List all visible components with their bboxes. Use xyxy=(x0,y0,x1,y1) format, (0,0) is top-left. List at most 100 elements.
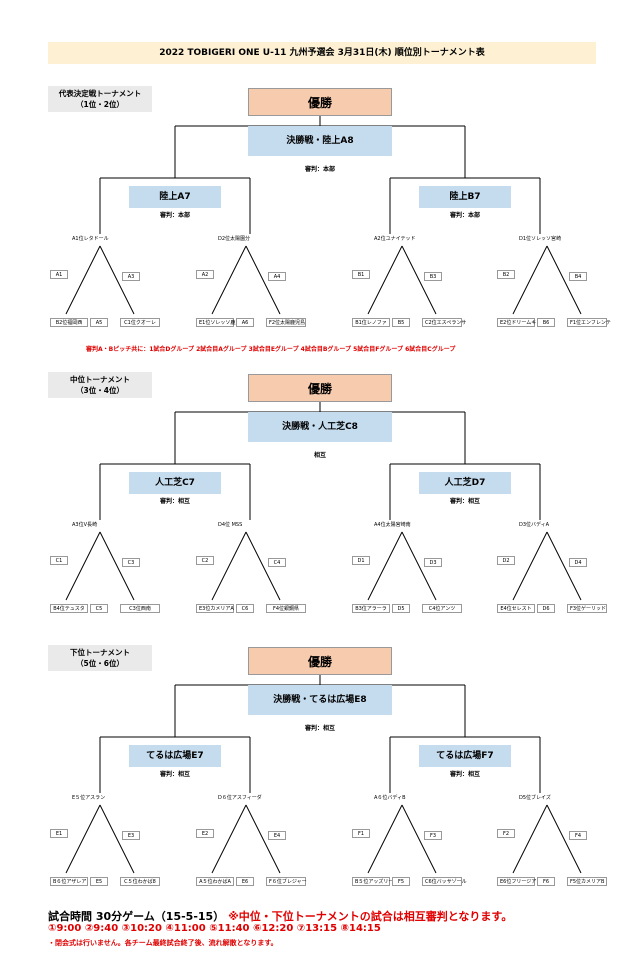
group-bottom-left-team: E2位ドリームキッズ xyxy=(497,318,546,327)
group-0-left-edge xyxy=(65,245,101,315)
group-3-right-edge xyxy=(546,804,582,874)
group-left-match: E1 xyxy=(50,829,68,838)
group-bottom-left-team: B1位レノファ xyxy=(352,318,390,327)
group-right-match: E4 xyxy=(268,831,286,840)
final-referee: 審判：本部 xyxy=(304,166,335,173)
group-bottom-right-team: F5位カメリアB xyxy=(567,877,607,886)
group-left-match: F1 xyxy=(352,829,370,838)
group-2-right-edge xyxy=(401,531,437,601)
section-label-line1: 代表決定戦トーナメント xyxy=(58,89,142,98)
left-semi-referee: 審判：相互 xyxy=(159,771,190,778)
group-left-match: A2 xyxy=(196,270,214,279)
right-semi-referee: 審判：相互 xyxy=(449,771,480,778)
group-right-match: E3 xyxy=(122,831,140,840)
left-semi-referee: 審判：本部 xyxy=(159,212,190,219)
group-bottom-match: A6 xyxy=(236,318,254,327)
group-top-team: D3位バディA xyxy=(519,522,550,528)
group-right-match: F3 xyxy=(424,831,442,840)
group-bottom-match: E5 xyxy=(90,877,108,886)
group-bottom-match: C5 xyxy=(90,604,108,613)
group-top-team: D5位ブレイズ xyxy=(519,795,551,801)
group-1-left-edge xyxy=(211,245,247,315)
group-bottom-right-team: C6位バッサゾール xyxy=(422,877,467,886)
group-top-team: A4位太陽宮崎南 xyxy=(374,522,411,528)
group-1-right-edge xyxy=(245,804,281,874)
right-semi-box: 陸上B7 xyxy=(419,186,511,208)
group-0-right-edge xyxy=(99,531,135,601)
group-bottom-match: D6 xyxy=(537,604,555,613)
group-right-match: A3 xyxy=(122,272,140,281)
group-right-match: F4 xyxy=(569,831,587,840)
group-right-match: A4 xyxy=(268,272,286,281)
group-right-match: D3 xyxy=(424,558,442,567)
group-3-right-edge xyxy=(546,245,582,315)
section-label: 中位トーナメント （3位・4位） xyxy=(48,372,152,398)
group-bottom-right-team: C4位アンツ xyxy=(422,604,462,613)
champion-box: 優勝 xyxy=(248,374,392,402)
group-bottom-left-team: A５位わかばA xyxy=(196,877,234,886)
group-bottom-match: B6 xyxy=(537,318,555,327)
right-semi-referee: 審判：本部 xyxy=(449,212,480,219)
closing-note: ・閉会式は行いません。各チーム最終試合終了後、流れ解散となります。 xyxy=(48,939,278,947)
champion-box: 優勝 xyxy=(248,647,392,675)
group-left-match: D2 xyxy=(497,556,515,565)
group-bottom-left-team: B５位アッズリーノ xyxy=(352,877,398,886)
group-1-right-edge xyxy=(245,531,281,601)
group-bottom-left-team: E6位フリージア xyxy=(497,877,536,886)
group-bottom-left-team: B3位アラーラ xyxy=(352,604,390,613)
group-right-match: D4 xyxy=(569,558,587,567)
group-2-right-edge xyxy=(401,245,437,315)
final-match-box: 決勝戦・人工芝C8 xyxy=(248,412,392,442)
group-top-team: D1位ソレッソ宮崎 xyxy=(519,236,562,242)
group-bottom-match: F6 xyxy=(537,877,555,886)
group-bottom-match: B5 xyxy=(392,318,410,327)
group-3-left-edge xyxy=(512,804,548,874)
final-referee: 相互 xyxy=(313,452,326,459)
group-bottom-right-team: F3位ゲーリッド xyxy=(567,604,607,613)
referee-assignment-note: 審判A・Bピッチ共に：1試合Dグループ 2試合目Aグループ 3試合目Eグループ … xyxy=(86,346,456,353)
section-label-line2: （3位・4位） xyxy=(76,386,124,395)
group-top-team: D4位 MSS xyxy=(218,522,243,528)
group-top-team: A3位V長崎 xyxy=(72,522,98,528)
group-right-match: B4 xyxy=(569,272,587,281)
group-bottom-left-team: B６位アザレア xyxy=(50,877,88,886)
section-label-line2: （5位・6位） xyxy=(76,659,124,668)
group-top-team: D６位アスフィーダ xyxy=(218,795,262,801)
group-bottom-match: C6 xyxy=(236,604,254,613)
right-semi-referee: 審判：相互 xyxy=(449,498,480,505)
group-top-team: E５位アスラン xyxy=(72,795,106,801)
group-2-left-edge xyxy=(367,804,403,874)
group-0-left-edge xyxy=(65,804,101,874)
group-bottom-right-team: C3位西南 xyxy=(120,604,160,613)
section-label-line2: （1位・2位） xyxy=(76,100,124,109)
final-referee: 審判：相互 xyxy=(304,725,335,732)
group-0-left-edge xyxy=(65,531,101,601)
group-bottom-left-team: E3位カメリアA xyxy=(196,604,234,613)
group-bottom-match: D5 xyxy=(392,604,410,613)
group-bottom-right-team: C1位クオーレ xyxy=(120,318,160,327)
group-bottom-match: F5 xyxy=(392,877,410,886)
right-semi-box: てるは広場F7 xyxy=(419,745,511,767)
group-1-left-edge xyxy=(211,804,247,874)
group-left-match: F2 xyxy=(497,829,515,838)
champion-box: 優勝 xyxy=(248,88,392,116)
final-match-box: 決勝戦・てるは広場E8 xyxy=(248,685,392,715)
right-semi-box: 人工芝D7 xyxy=(419,472,511,494)
page-title: 2022 TOBIGERI ONE U-11 九州予選会 3月31日(木) 順位… xyxy=(48,42,596,64)
section-label-line1: 中位トーナメント xyxy=(70,375,130,384)
group-3-right-edge xyxy=(546,531,582,601)
group-top-team: D2位太陽園分 xyxy=(218,236,251,242)
group-bottom-left-team: B2位福岡西 xyxy=(50,318,88,327)
left-semi-box: てるは広場E7 xyxy=(129,745,221,767)
group-bottom-right-team: F2位太陽鹿児島 xyxy=(266,318,306,327)
group-0-right-edge xyxy=(99,245,135,315)
kickoff-times: ①9:00 ②9:40 ③10:20 ④11:00 ⑤11:40 ⑥12:20 … xyxy=(48,923,381,934)
group-bottom-right-team: C５位わかば8 xyxy=(120,877,160,886)
group-1-right-edge xyxy=(245,245,281,315)
group-left-match: B1 xyxy=(352,270,370,279)
group-bottom-match: A5 xyxy=(90,318,108,327)
group-top-team: A2位ユナイテッド xyxy=(374,236,416,242)
group-left-match: D1 xyxy=(352,556,370,565)
section-label-line1: 下位トーナメント xyxy=(70,648,130,657)
